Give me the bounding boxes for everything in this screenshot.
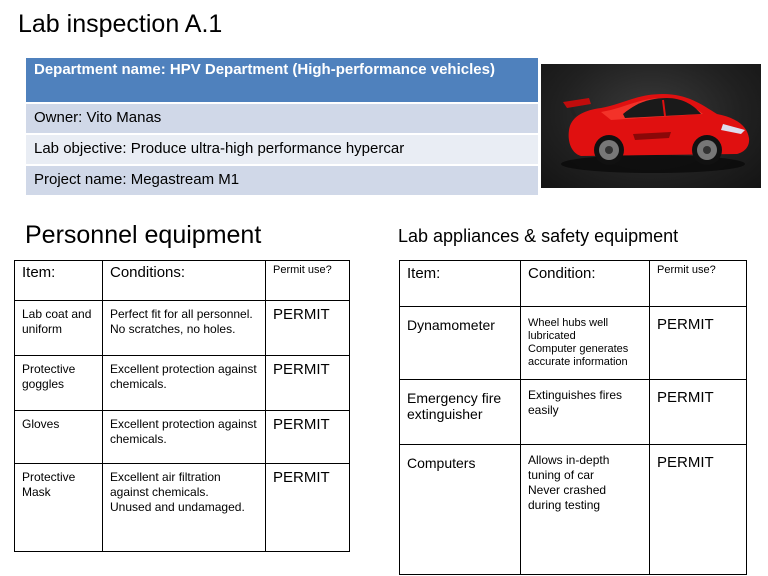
table-row: Protective Mask Excellent air filtration… [14,463,350,552]
column-header-condition: Condition: [520,260,650,307]
page-title: Lab inspection A.1 [18,10,223,38]
permit-cell: PERMIT [649,306,747,380]
permit-cell: PERMIT [265,355,350,411]
table-row: Protective goggles Excellent protection … [14,355,350,411]
permit-cell: PERMIT [649,444,747,575]
column-header-permit: Permit use? [649,260,747,307]
item-cell: Protective Mask [14,463,103,552]
permit-cell: PERMIT [265,300,350,356]
item-cell: Gloves [14,410,103,464]
table-header-row: Item: Conditions: Permit use? [14,260,350,301]
item-cell: Dynamometer [399,306,521,380]
lab-appliances-table: Item: Condition: Permit use? Dynamometer… [399,260,747,575]
red-sports-car-icon [561,94,750,173]
column-header-item: Item: [399,260,521,307]
column-header-conditions: Conditions: [102,260,266,301]
item-cell: Computers [399,444,521,575]
personnel-equipment-table: Item: Conditions: Permit use? Lab coat a… [14,260,350,552]
condition-cell: Extinguishes fires easily [520,379,650,445]
project-name: Project name: Megastream M1 [26,166,538,195]
permit-cell: PERMIT [649,379,747,445]
table-header-row: Item: Condition: Permit use? [399,260,747,307]
hypercar-image [541,64,761,188]
item-cell: Protective goggles [14,355,103,411]
lab-appliances-heading: Lab appliances & safety equipment [398,226,679,246]
permit-cell: PERMIT [265,463,350,552]
lab-info-panel: Department name: HPV Department (High-pe… [26,58,538,197]
item-cell: Emergency fire extinguisher [399,379,521,445]
table-row: Lab coat and uniform Perfect fit for all… [14,300,350,356]
lab-objective: Lab objective: Produce ultra-high perfor… [26,135,538,164]
condition-cell: Excellent protection against chemicals. [102,355,266,411]
condition-cell: Excellent protection against chemicals. [102,410,266,464]
owner: Owner: Vito Manas [26,104,538,133]
condition-cell: Perfect fit for all personnel.No scratch… [102,300,266,356]
personnel-equipment-heading: Personnel equipment [25,221,262,249]
condition-cell: Excellent air filtration against chemica… [102,463,266,552]
item-cell: Lab coat and uniform [14,300,103,356]
table-row: Emergency fire extinguisher Extinguishes… [399,379,747,445]
table-row: Gloves Excellent protection against chem… [14,410,350,464]
permit-cell: PERMIT [265,410,350,464]
column-header-item: Item: [14,260,103,301]
department-name: Department name: HPV Department (High-pe… [26,58,538,102]
column-header-permit: Permit use? [265,260,350,301]
